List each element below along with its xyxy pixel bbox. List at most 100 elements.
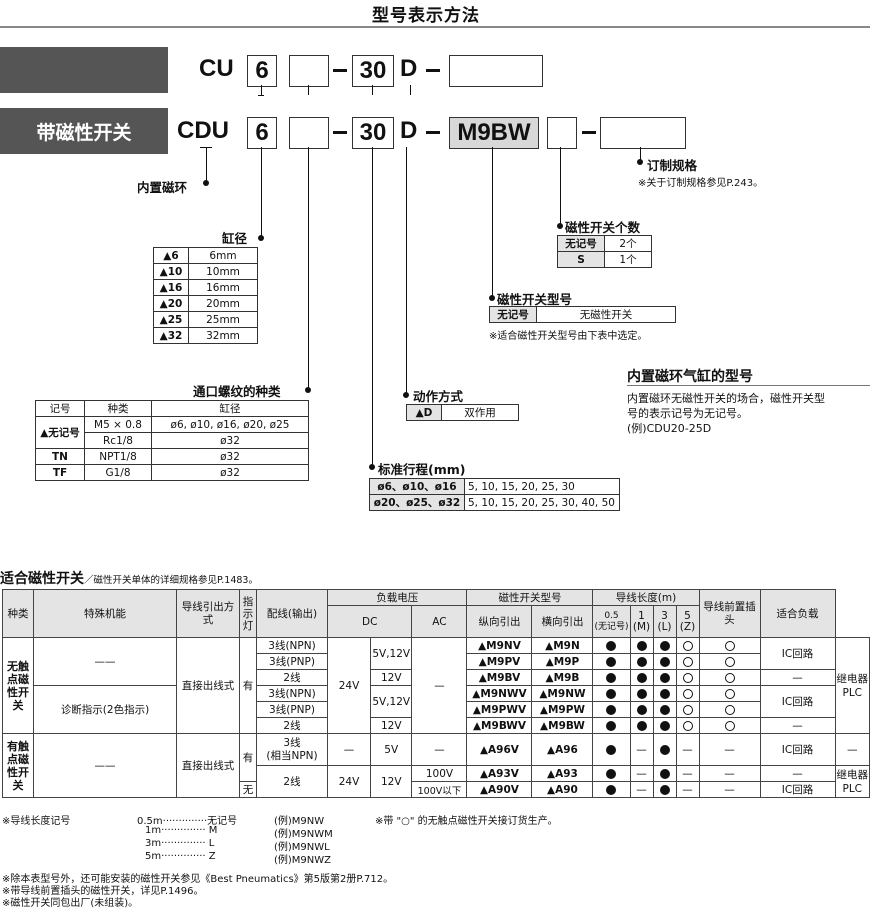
table-cell: ø6, ø10, ø16, ø20, ø25 bbox=[151, 416, 309, 433]
table-cell: 适合负载 bbox=[759, 589, 836, 638]
length-available bbox=[629, 637, 654, 654]
length-order bbox=[698, 701, 761, 718]
table-cell: 10mm bbox=[188, 263, 258, 280]
code-prefix-cdu: CDU bbox=[177, 117, 229, 144]
footnote-length-row: 5m·············· Z bbox=[145, 851, 216, 862]
table-cell: — bbox=[675, 733, 700, 766]
length-available bbox=[652, 653, 677, 670]
table-cell: ø32 bbox=[151, 464, 309, 481]
length-order bbox=[675, 717, 700, 734]
table-cell: TF bbox=[35, 464, 85, 481]
label-switch-model: 磁性开关型号 bbox=[497, 292, 573, 307]
filled-dot-icon bbox=[659, 768, 670, 779]
table-cell: 纵向引出 bbox=[466, 605, 533, 638]
table-cell: ▲M9BW bbox=[531, 717, 594, 734]
table-cell: ▲A90V bbox=[466, 781, 533, 798]
code-bore-box: 6 bbox=[247, 55, 277, 87]
length-available bbox=[592, 781, 631, 798]
table-cell: — bbox=[411, 733, 468, 766]
table-cell: ▲M9P bbox=[531, 653, 594, 670]
table-cell: 12V bbox=[369, 717, 413, 734]
table-cell: 无记号 bbox=[489, 306, 537, 323]
open-circle-icon bbox=[724, 704, 735, 715]
table-cell: — bbox=[698, 781, 761, 798]
table-cell: 3线(PNP) bbox=[256, 653, 328, 670]
table-cell: 5, 10, 15, 20, 25, 30 bbox=[464, 478, 620, 495]
table-cell: 导线前置插头 bbox=[698, 589, 761, 638]
filled-dot-icon bbox=[659, 688, 670, 699]
length-available bbox=[592, 717, 631, 734]
table-cell: 无记号 bbox=[557, 235, 605, 252]
table-cell: 有触点磁性开关 bbox=[2, 733, 34, 798]
label-magnet: 内置磁环 bbox=[137, 180, 188, 195]
table-cell: 24V bbox=[327, 637, 371, 734]
table-cell: ▲A93 bbox=[531, 765, 594, 782]
filled-dot-icon bbox=[659, 744, 670, 755]
table-cell: 3线(相当NPN) bbox=[256, 733, 328, 766]
table-row: 3线(PNP) ▲M9PV ▲M9P bbox=[3, 653, 870, 670]
switch-model-note: ※适合磁性开关型号由下表中选定。 bbox=[489, 331, 648, 342]
table-cell: 直接出线式 bbox=[176, 733, 240, 798]
table-cell: — bbox=[675, 765, 700, 782]
table-cell: NPT1/8 bbox=[84, 448, 152, 465]
table-cell: 记号 bbox=[35, 400, 85, 417]
length-order bbox=[675, 685, 700, 702]
table-cell: 导线长度(m) bbox=[592, 589, 700, 606]
table-cell: 16mm bbox=[188, 279, 258, 296]
length-available bbox=[592, 669, 631, 686]
footnote-3: ※磁性开关同包出厂(未组装)。 bbox=[2, 898, 139, 909]
table-cell: 2线 bbox=[256, 765, 328, 798]
table-cell: M5 × 0.8 bbox=[84, 416, 152, 433]
table-cell: ▲A96 bbox=[531, 733, 594, 766]
table-cell: 3线(NPN) bbox=[256, 637, 328, 654]
length-available bbox=[629, 717, 654, 734]
magnet-info-text2: 号的表示记号为无记号。 bbox=[627, 407, 748, 420]
label-bore: 缸径 bbox=[222, 231, 248, 246]
filled-dot-icon bbox=[636, 672, 647, 683]
table-cell: ø32 bbox=[151, 448, 309, 465]
table-cell: 2个 bbox=[604, 235, 652, 252]
table-cell: DC bbox=[326, 605, 413, 638]
open-circle-icon bbox=[682, 704, 693, 715]
label-port: 通口螺纹的种类 bbox=[193, 384, 281, 399]
table-cell: — bbox=[759, 717, 836, 734]
filled-dot-icon bbox=[606, 744, 617, 755]
length-order bbox=[698, 669, 761, 686]
table-row: 2线 12V ▲M9BV ▲M9B — bbox=[3, 669, 870, 686]
code-port-box bbox=[289, 117, 329, 149]
footnote-length-example: (例)M9NWZ bbox=[274, 855, 332, 866]
filled-dot-icon bbox=[606, 640, 617, 651]
open-circle-icon bbox=[724, 688, 735, 699]
filled-dot-icon bbox=[659, 656, 670, 667]
table-cell: 特殊机能 bbox=[33, 589, 177, 638]
open-circle-icon bbox=[724, 640, 735, 651]
table-cell: 1个 bbox=[604, 251, 652, 268]
open-circle-icon bbox=[724, 720, 735, 731]
table-cell: — bbox=[834, 733, 870, 766]
table-cell: — bbox=[629, 781, 654, 798]
table-cell: 种类 bbox=[2, 589, 34, 638]
filled-dot-icon bbox=[606, 688, 617, 699]
length-available bbox=[592, 637, 631, 654]
table-cell: 24V bbox=[327, 765, 371, 798]
table-cell: S bbox=[557, 251, 605, 268]
dash bbox=[426, 69, 440, 72]
table-cell: G1/8 bbox=[84, 464, 152, 481]
length-order bbox=[698, 717, 761, 734]
code-custom-box bbox=[600, 117, 686, 149]
filled-dot-icon bbox=[659, 704, 670, 715]
table-cell: 2线 bbox=[256, 669, 328, 686]
table-cell: ▲M9PWV bbox=[466, 701, 533, 718]
table-cell: IC回路 bbox=[759, 637, 836, 670]
